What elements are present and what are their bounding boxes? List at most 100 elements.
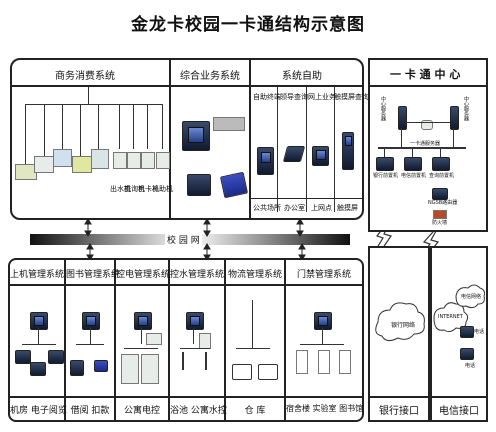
center-drop [440, 147, 441, 157]
pc-icon [48, 350, 64, 364]
controller-icon [30, 312, 48, 330]
bank-cloud-label: 银行网络 [391, 322, 416, 329]
self-col-label: 网上业务 [308, 93, 336, 101]
cabinet-icon [121, 354, 139, 384]
place-label: 上网点 [311, 204, 332, 212]
center-bus [378, 147, 466, 149]
power-meter-icon [146, 333, 162, 345]
front-end-machine-icon [404, 157, 422, 171]
device-label: 补助机 [152, 185, 173, 193]
telecom-interface-panel [430, 246, 488, 422]
tree-line [180, 348, 210, 349]
door-icon [318, 350, 330, 374]
bottom-divider [284, 259, 286, 421]
bank-cloud-icon [375, 302, 425, 342]
bottom-system-title: 物流管理系统 [227, 270, 282, 280]
internet-cloud-icon [433, 302, 469, 333]
storage-icon [421, 120, 433, 130]
tree-line [300, 344, 344, 345]
pos-icon [94, 360, 108, 372]
tree-line [90, 328, 91, 344]
branch [147, 104, 148, 149]
device-label: 售卡机 [138, 185, 159, 193]
tree-line [236, 348, 270, 349]
tree-line [141, 328, 142, 344]
self-div [334, 87, 335, 212]
center-drop [453, 128, 454, 147]
tree-line [76, 344, 104, 345]
front-end-machine-icon [432, 157, 450, 171]
center-title: 一 卡 通 中 心 [390, 68, 461, 81]
center-srv2-label: 中心服务器 [463, 96, 469, 121]
kiosk-terminal [257, 147, 274, 175]
server-icon [450, 106, 459, 130]
telecom-interface-caption: 电信接口 [439, 406, 479, 417]
workstation-monitor [182, 121, 210, 151]
telecom-cloud-label: 电信网络 [461, 294, 482, 300]
phone-label: 电话 [474, 329, 485, 335]
faucet-icon [205, 352, 207, 370]
controller-icon [134, 312, 152, 330]
place-label: 触摸屏 [337, 204, 358, 212]
bottom-divider [64, 259, 66, 421]
page-title: 金龙卡校园一卡通结构示意图 [131, 15, 365, 35]
self-div [306, 87, 307, 212]
branch [119, 104, 120, 149]
device-label: 查询机 [124, 185, 145, 193]
cabinet-icon [141, 354, 159, 384]
subsidy-machine [156, 152, 170, 169]
center-router-label: NGSB路由器 [428, 200, 458, 206]
printer [213, 117, 245, 131]
door-icon [339, 350, 351, 374]
branch [162, 104, 163, 149]
campus-network-label: 校 园 网 [165, 233, 202, 246]
bottom-divider [168, 259, 170, 421]
tree-line [38, 328, 39, 344]
bottom-system-caption: 公寓电控 [123, 406, 160, 416]
center-bus-label: 一卡通服务器 [410, 141, 441, 147]
server-icon [398, 106, 407, 130]
integrated-title: 综合业务系统 [180, 71, 240, 82]
self-col-label: 领导查询 [280, 93, 308, 101]
controller-icon [314, 312, 332, 330]
phone-label: 电话 [465, 363, 476, 369]
router-icon [432, 188, 448, 200]
firewall-icon [433, 210, 447, 219]
self-col-label: 触摸屏查询 [334, 93, 369, 101]
warehouse-icon [258, 364, 278, 380]
faucet-icon [182, 352, 184, 370]
top-divider-1 [169, 59, 171, 219]
controller-icon [82, 312, 100, 330]
card-reader [187, 174, 211, 196]
tree-line [124, 348, 158, 349]
branch [62, 104, 63, 149]
bottom-system-caption: 仓 库 [244, 406, 266, 416]
controller-icon [186, 312, 204, 330]
center-pre3-label: 查询前置机 [429, 173, 455, 179]
pos-terminal [53, 149, 72, 167]
branch [80, 104, 81, 156]
bottom-system-caption: 宿舍楼 实验室 图书馆 [286, 404, 364, 413]
center-pre2-label: 电信前置机 [401, 173, 427, 179]
branch [133, 104, 134, 149]
warehouse-icon [232, 364, 252, 380]
internet-cloud-label: INTERNET [438, 314, 463, 320]
pc-icon [30, 362, 46, 376]
commerce-trunk [88, 87, 89, 104]
top-divider-2 [249, 59, 251, 219]
bottom-system-title: 图书管理系统 [66, 270, 121, 280]
query-machine [127, 152, 141, 169]
center-firewall-label: 防火墙 [432, 220, 448, 226]
card-machine [141, 152, 155, 169]
center-pre1-label: 银行前置机 [373, 173, 399, 179]
tree-line [22, 344, 56, 345]
water-machine [113, 152, 127, 169]
door-icon [296, 350, 308, 374]
branch [25, 104, 26, 164]
bottom-system-title: 门禁管理系统 [296, 270, 351, 280]
pc-icon [15, 350, 31, 364]
center-panel [368, 58, 488, 232]
pos-icon [70, 360, 84, 376]
bottom-system-title: 控电管理系统 [116, 270, 171, 280]
